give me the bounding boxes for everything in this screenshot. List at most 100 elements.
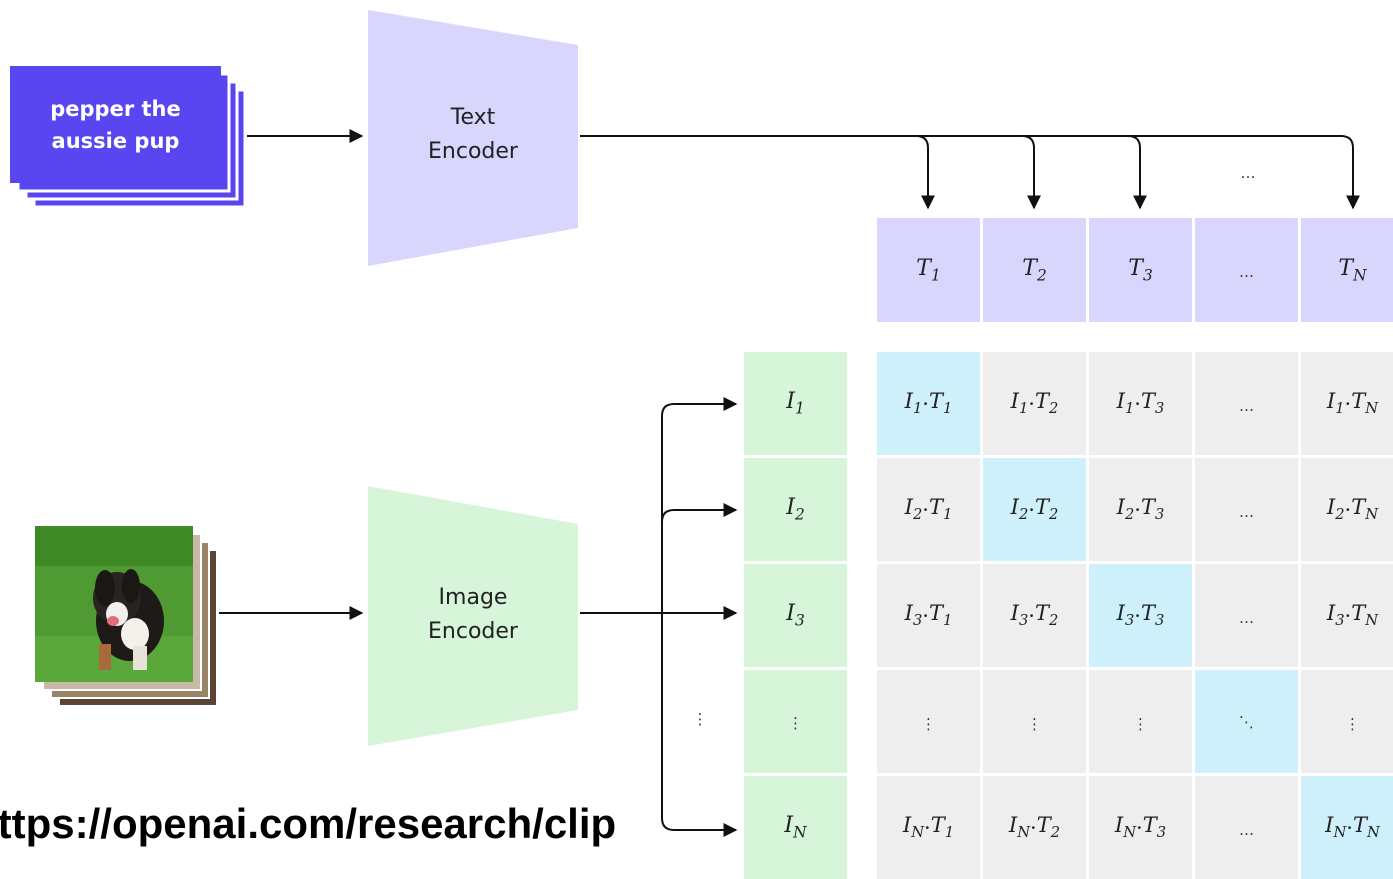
symbol-subscript: 1: [1018, 400, 1029, 418]
image-encoder-shape: [368, 486, 578, 746]
text-output-bus: [580, 135, 1360, 210]
symbol-base: I: [1326, 389, 1336, 414]
ellipsis: ⋮: [788, 714, 803, 732]
dot-operator: ·: [1344, 391, 1352, 416]
text-embedding-cell: T2: [983, 218, 1086, 322]
similarity-cell: I2·T1: [877, 458, 980, 561]
symbol-subscript: 1: [794, 399, 805, 418]
symbol-subscript: N: [1365, 506, 1379, 524]
symbol-subscript: N: [1365, 612, 1379, 630]
ellipsis: ⋮: [921, 714, 936, 733]
symbol-subscript: 2: [912, 506, 923, 524]
symbol-subscript: 3: [1155, 506, 1165, 524]
symbol-base: T: [928, 601, 943, 626]
ellipsis: …: [1239, 820, 1254, 839]
symbol-base: T: [1351, 601, 1366, 626]
dot-operator: ·: [1134, 603, 1141, 628]
symbol-subscript: 2: [1036, 266, 1047, 285]
symbol-base: I: [1116, 601, 1125, 626]
symbol-subscript: N: [911, 824, 925, 842]
symbol-subscript: 3: [1142, 266, 1153, 285]
similarity-cell: I2·T3: [1089, 458, 1192, 561]
symbol-base: I: [904, 389, 913, 414]
symbol-subscript: 2: [1335, 506, 1345, 524]
image-encoder-label: Image Encoder: [428, 585, 518, 644]
similarity-cell: ⋮: [983, 670, 1086, 773]
symbol-base: I: [1010, 601, 1019, 626]
symbol-base: T: [1034, 495, 1049, 520]
similarity-cell: …: [1195, 564, 1298, 667]
similarity-cell-diagonal: I2·T2: [983, 458, 1086, 561]
similarity-cell-diagonal: I1·T1: [877, 352, 980, 455]
symbol-base: T: [1140, 495, 1155, 520]
symbol-base: I: [1010, 495, 1019, 520]
symbol-subscript: 3: [1124, 612, 1135, 630]
symbol-subscript: 3: [1156, 824, 1167, 842]
symbol-subscript: 1: [1335, 400, 1345, 418]
ellipsis: ⋮: [1133, 714, 1148, 733]
dot-operator: ·: [1028, 391, 1035, 416]
symbol-subscript: 2: [1018, 506, 1029, 524]
symbol-base: I: [904, 601, 913, 626]
symbol-subscript: 1: [912, 400, 923, 418]
symbol-subscript: 2: [1124, 506, 1135, 524]
ellipsis: …: [1239, 502, 1254, 521]
symbol-base: I: [1010, 389, 1019, 414]
ellipsis: ⋮: [1027, 714, 1042, 733]
symbol-subscript: 3: [1155, 612, 1165, 630]
similarity-cell: …: [1195, 352, 1298, 455]
symbol-base: I: [786, 495, 795, 521]
dot-operator: ·: [1344, 497, 1352, 522]
similarity-cell-diagonal: IN·TN: [1301, 776, 1393, 879]
caption-text: pepper the aussie pup: [50, 96, 181, 153]
similarity-cell: I2·TN: [1301, 458, 1393, 561]
image-embedding-cell: IN: [744, 776, 847, 879]
symbol-subscript: 3: [1155, 400, 1165, 418]
dot-operator: ·: [922, 391, 929, 416]
symbol-base: T: [916, 255, 931, 281]
symbol-subscript: 3: [1335, 612, 1345, 630]
diagonal-ellipsis: ⋱: [1239, 712, 1254, 731]
symbol-subscript: N: [1367, 824, 1380, 842]
dot-operator: ·: [1028, 603, 1035, 628]
symbol-subscript: 2: [794, 505, 805, 524]
symbol-base: I: [784, 813, 794, 839]
text-encoder-label: Text Encoder: [428, 105, 518, 164]
symbol-base: T: [1351, 389, 1366, 414]
symbol-base: I: [1116, 495, 1125, 520]
source-url: https://openai.com/research/clip: [0, 800, 617, 847]
similarity-cell: IN·T2: [983, 776, 1086, 879]
ellipsis: …: [1239, 396, 1254, 415]
dot-operator: ·: [922, 497, 929, 522]
symbol-subscript: 3: [912, 612, 923, 630]
symbol-subscript: N: [1333, 824, 1347, 842]
image-embedding-cell: I3: [744, 564, 847, 667]
text-embedding-cell: T1: [877, 218, 980, 322]
image-embedding-cell: I2: [744, 458, 847, 561]
dot-operator: ·: [1028, 497, 1035, 522]
symbol-base: I: [786, 601, 795, 627]
dot-operator: ·: [1346, 815, 1353, 840]
symbol-base: T: [928, 495, 943, 520]
symbol-subscript: N: [1017, 824, 1031, 842]
symbol-base: T: [1034, 389, 1049, 414]
symbol-subscript: 2: [1049, 506, 1059, 524]
symbol-subscript: N: [1353, 266, 1367, 285]
symbol-subscript: 1: [944, 824, 955, 842]
text-embedding-cell: T3: [1089, 218, 1192, 322]
symbol-base: I: [786, 389, 795, 415]
symbol-base: T: [1140, 601, 1155, 626]
symbol-subscript: 2: [1049, 612, 1059, 630]
symbol-subscript: 1: [930, 266, 941, 285]
similarity-cell: IN·T1: [877, 776, 980, 879]
image-output-bus: [580, 397, 738, 837]
symbol-subscript: 2: [1049, 400, 1059, 418]
symbol-subscript: N: [793, 823, 807, 842]
similarity-cell: ⋮: [1301, 670, 1393, 773]
symbol-base: T: [1351, 495, 1366, 520]
text-embedding-cell: …: [1195, 218, 1298, 322]
similarity-cell: I1·T3: [1089, 352, 1192, 455]
symbol-subscript: 3: [794, 611, 805, 630]
symbol-base: I: [902, 813, 912, 838]
symbol-subscript: N: [1365, 400, 1379, 418]
